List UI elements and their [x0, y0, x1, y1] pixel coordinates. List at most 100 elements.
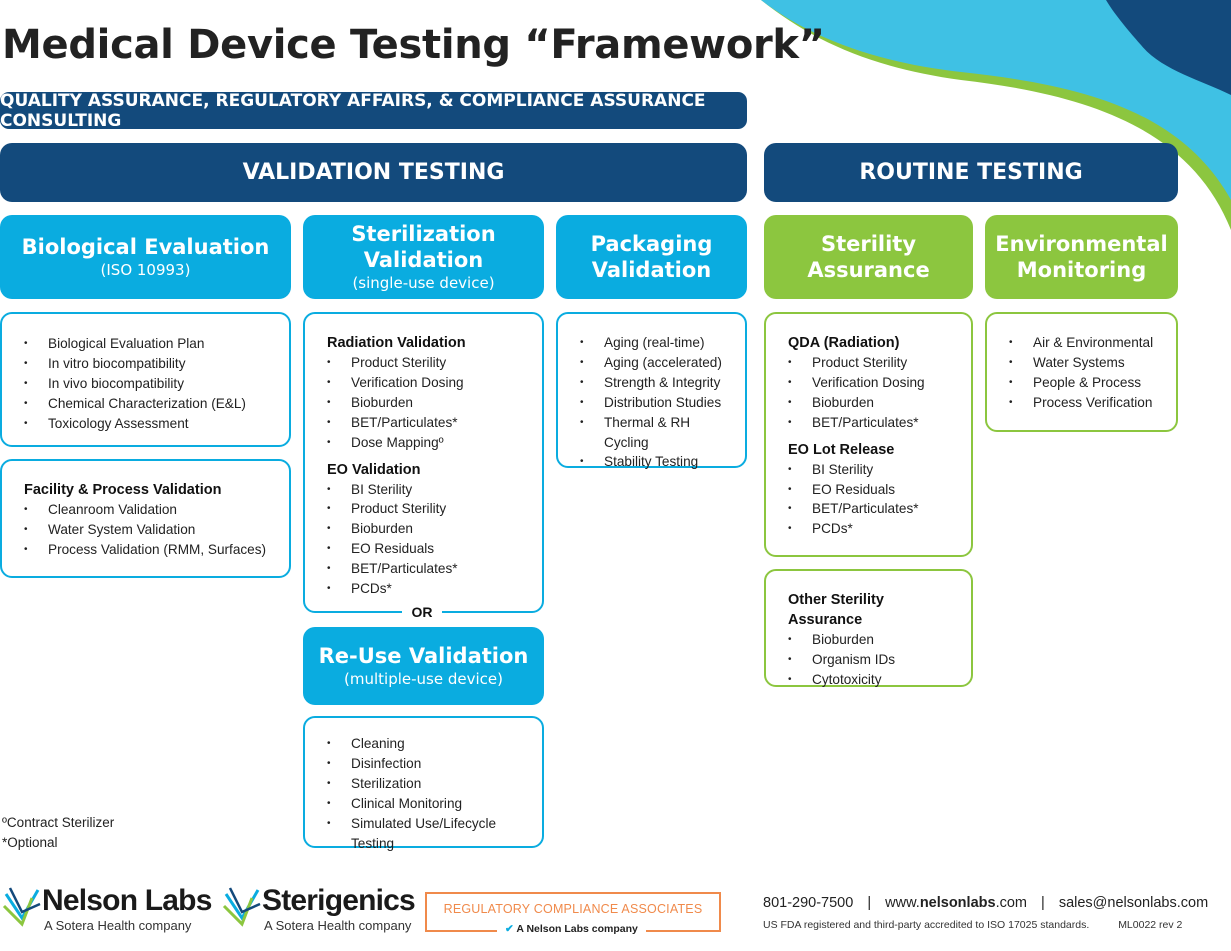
- nelson-labs-tagline: A Sotera Health company: [44, 918, 192, 933]
- other-sterility-assurance-title: Other Sterility Assurance: [788, 592, 884, 628]
- list-item: Product Sterility: [788, 353, 953, 373]
- biological-evaluation-list: Biological Evaluation Plan In vitro bioc…: [24, 334, 271, 434]
- list-item: Cytotoxicity: [788, 670, 953, 690]
- biological-evaluation-box: Biological Evaluation Plan In vitro bioc…: [0, 312, 291, 447]
- list-item: Toxicology Assessment: [24, 414, 271, 434]
- list-item: BET/Particulates*: [327, 413, 524, 433]
- list-item: Water Systems: [1009, 353, 1158, 373]
- list-item: PCDs*: [327, 579, 524, 599]
- list-item: Bioburden: [788, 393, 953, 413]
- facility-process-title: Facility & Process Validation: [24, 482, 222, 498]
- list-item: In vitro biocompatibility: [24, 354, 271, 374]
- biological-evaluation-subtitle: (ISO 10993): [100, 261, 191, 279]
- list-item: Process Verification: [1009, 393, 1158, 413]
- environmental-monitoring-title-line1: Environmental: [995, 232, 1168, 256]
- list-item: Sterilization: [327, 774, 524, 794]
- list-item: Thermal & RH Cycling: [580, 413, 727, 453]
- other-sterility-assurance-box: Other Sterility Assurance Bioburden Orga…: [764, 569, 973, 690]
- list-item: Dose Mappingº: [327, 433, 524, 453]
- facility-process-box: Facility & Process Validation Cleanroom …: [0, 459, 291, 578]
- packaging-validation-header: Packaging Validation: [556, 215, 747, 299]
- biological-evaluation-header: Biological Evaluation (ISO 10993): [0, 215, 291, 299]
- reuse-validation-subtitle: (multiple-use device): [344, 670, 503, 688]
- website-link[interactable]: www.nelsonlabs.com: [885, 895, 1027, 911]
- reuse-validation-box: Cleaning Disinfection Sterilization Clin…: [303, 716, 544, 851]
- sterigenics-tagline: A Sotera Health company: [264, 918, 412, 933]
- packaging-validation-title-line1: Packaging: [590, 232, 713, 256]
- email-link[interactable]: sales@nelsonlabs.com: [1058, 895, 1209, 911]
- sterilization-validation-header: Sterilization Validation (single-use dev…: [303, 215, 544, 299]
- other-sterility-assurance-list: Bioburden Organism IDs Cytotoxicity: [788, 630, 953, 690]
- list-item: Product Sterility: [327, 499, 524, 519]
- sterility-assurance-title-line1: Sterility: [820, 232, 917, 256]
- environmental-monitoring-box: Air & Environmental Water Systems People…: [985, 312, 1178, 432]
- rca-tagline-wrap: ✔ A Nelson Labs company: [497, 923, 646, 935]
- website-suffix: .com: [995, 895, 1027, 911]
- list-item: Air & Environmental: [1009, 333, 1158, 353]
- rca-logo: REGULATORY COMPLIANCE ASSOCIATES ✔ A Nel…: [425, 892, 721, 935]
- list-item: Verification Dosing: [327, 373, 524, 393]
- rca-tagline: A Nelson Labs company: [516, 923, 638, 935]
- footnotes: ºContract Sterilizer *Optional: [2, 813, 114, 853]
- list-item: Organism IDs: [788, 650, 953, 670]
- sterilization-validation-title: Sterilization Validation: [351, 222, 496, 272]
- list-item: EO Residuals: [327, 539, 524, 559]
- list-item: BET/Particulates*: [327, 559, 524, 579]
- list-item: Process Validation (RMM, Surfaces): [24, 540, 271, 560]
- list-item: Clinical Monitoring: [327, 794, 524, 814]
- list-item: Simulated Use/Lifecycle Testing: [327, 814, 524, 854]
- sterility-assurance-box: QDA (Radiation) Product Sterility Verifi…: [764, 312, 973, 557]
- list-item: Stability Testing: [580, 452, 727, 472]
- contact-line: 801-290-7500 | www.nelsonlabs.com | sale…: [763, 895, 1208, 911]
- list-item: BET/Particulates*: [788, 499, 953, 519]
- sterilization-validation-box: Radiation Validation Product Sterility V…: [303, 312, 544, 613]
- eo-validation-list: BI Sterility Product Sterility Bioburden…: [327, 480, 524, 599]
- list-item: Water System Validation: [24, 520, 271, 540]
- sterigenics-emblem-icon: [222, 887, 261, 927]
- radiation-validation-title: Radiation Validation: [327, 335, 466, 351]
- optional-note: *Optional: [2, 835, 58, 850]
- biological-evaluation-title: Biological Evaluation: [21, 235, 270, 259]
- routine-testing-banner: ROUTINE TESTING: [764, 143, 1178, 202]
- fine-print: US FDA registered and third-party accred…: [763, 919, 1182, 931]
- sterility-assurance-header: Sterility Assurance: [764, 215, 973, 299]
- list-item: Aging (accelerated): [580, 353, 727, 373]
- nelson-mini-icon: ✔: [505, 923, 514, 935]
- list-item: Biological Evaluation Plan: [24, 334, 271, 354]
- separator: |: [1041, 895, 1045, 911]
- list-item: BI Sterility: [327, 480, 524, 500]
- list-item: Bioburden: [788, 630, 953, 650]
- page-title: Medical Device Testing “Framework”: [2, 22, 825, 68]
- qda-radiation-list: Product Sterility Verification Dosing Bi…: [788, 353, 953, 433]
- sterilization-validation-subtitle: (single-use device): [352, 274, 495, 292]
- corner-swoosh-graphic: [761, 0, 1231, 230]
- environmental-monitoring-title-line2: Monitoring: [1016, 258, 1147, 282]
- eo-lot-release-title: EO Lot Release: [788, 441, 895, 458]
- website-domain: nelsonlabs: [919, 895, 996, 911]
- list-item: Chemical Characterization (E&L): [24, 394, 271, 414]
- nelson-labs-logo: Nelson Labs A Sotera Health company: [2, 884, 212, 934]
- qa-consulting-banner: QUALITY ASSURANCE, REGULATORY AFFAIRS, &…: [0, 91, 747, 131]
- environmental-monitoring-list: Air & Environmental Water Systems People…: [1009, 333, 1158, 413]
- document-code: ML0022 rev 2: [1118, 919, 1183, 931]
- list-item: Distribution Studies: [580, 393, 727, 413]
- contract-sterilizer-note: ºContract Sterilizer: [2, 815, 115, 830]
- facility-process-list: Cleanroom Validation Water System Valida…: [24, 500, 271, 560]
- website-prefix: www.: [885, 895, 920, 911]
- list-item: Cleaning: [327, 734, 524, 754]
- list-item: Verification Dosing: [788, 373, 953, 393]
- reuse-validation-header: Re-Use Validation (multiple-use device): [303, 627, 544, 705]
- eo-validation-title: EO Validation: [327, 461, 421, 478]
- list-item: Cleanroom Validation: [24, 500, 271, 520]
- list-item: BI Sterility: [788, 460, 953, 480]
- nelson-labs-name: Nelson Labs: [42, 884, 212, 917]
- separator: |: [867, 895, 872, 911]
- environmental-monitoring-header: Environmental Monitoring: [985, 215, 1178, 299]
- rca-name: REGULATORY COMPLIANCE ASSOCIATES: [443, 902, 703, 916]
- sterility-assurance-title-line2: Assurance: [807, 258, 930, 282]
- list-item: Bioburden: [327, 393, 524, 413]
- list-item: PCDs*: [788, 519, 953, 539]
- list-item: EO Residuals: [788, 480, 953, 500]
- list-item: Product Sterility: [327, 353, 524, 373]
- phone-number[interactable]: 801-290-7500: [763, 895, 854, 911]
